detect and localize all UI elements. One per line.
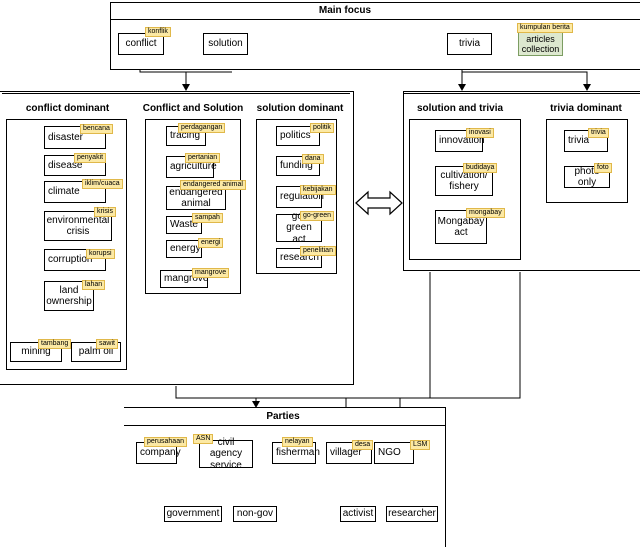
trivia-dominant-title: trivia dominant [550, 103, 622, 114]
researcher-label: researcher [388, 508, 436, 520]
politics-label: politics [280, 130, 311, 141]
villager-tag: desa [352, 440, 374, 450]
tracing-tag: perdagangan [178, 123, 226, 133]
go-green-act-label: go-green act [286, 210, 312, 245]
government-node[interactable]: government [164, 506, 222, 522]
activist-label: activist [342, 508, 374, 520]
mongabay-act-label: Mongabay act [437, 215, 485, 239]
trivia-item-label: trivia [568, 135, 590, 146]
land-ownership-tag: lahan [82, 280, 106, 290]
land-ownership-label: land ownership [46, 284, 92, 308]
conflict-solution-title: Conflict and Solution [142, 103, 244, 114]
solution-trivia-title: solution and trivia [416, 103, 504, 114]
disaster-tag: bencana [80, 124, 113, 134]
agriculture-label: agriculture [170, 161, 217, 172]
funding-tag: dana [302, 154, 324, 164]
articles-label: articles collection [521, 33, 560, 54]
government-label: government [166, 508, 220, 520]
company-tag: perusahaan [144, 437, 187, 447]
environmental-crisis-label: environmental crisis [46, 214, 110, 238]
disease-label: disease [48, 159, 83, 171]
fisherman-tag: nelayan [282, 437, 313, 447]
palm-oil-tag: sawit [96, 339, 118, 349]
main-focus-title: Main focus [318, 5, 372, 16]
ngo-node[interactable]: NGO [374, 442, 414, 464]
mangrove-label: mangrove [164, 273, 209, 284]
double-arrow-icon [355, 190, 403, 216]
waste-tag: sampah [192, 213, 223, 223]
climate-label: climate [48, 186, 80, 197]
endangered-animal-tag: endangered animal [180, 180, 246, 190]
regulation-tag: kebijakan [300, 185, 336, 195]
agriculture-tag: pertanian [185, 153, 221, 163]
disaster-label: disaster [48, 131, 84, 143]
corruption-label: corruption [48, 254, 93, 265]
tracing-label: tracing [170, 130, 201, 141]
palm-oil-label: palm oil [78, 346, 114, 358]
trivia-label: trivia [458, 38, 481, 50]
innovation-label: innovation [439, 135, 485, 146]
regulation-label: regulation [280, 191, 324, 202]
mongabay-act-tag: mongabay [466, 208, 505, 218]
articles-collection-node[interactable]: articles collection [518, 32, 563, 56]
ngo-tag: LSM [410, 440, 431, 450]
articles-tag: kumpulan berita [517, 23, 573, 33]
disease-tag: penyakit [74, 153, 107, 163]
corruption-tag: korupsi [86, 249, 115, 259]
go-green-act-tag: go-green [300, 211, 335, 221]
trivia-node[interactable]: trivia [447, 33, 492, 55]
energy-node[interactable]: energy [166, 240, 202, 258]
cultivation-fishery-tag: budidaya [463, 163, 498, 173]
photo-only-label: photo only [574, 165, 600, 189]
research-label: research [280, 252, 319, 263]
solution-label: solution [208, 38, 243, 50]
environmental-crisis-tag: krisis [94, 207, 116, 217]
funding-label: funding [280, 160, 313, 171]
solution-node[interactable]: solution [203, 33, 248, 55]
waste-label: Waste [170, 219, 198, 230]
conflict-label: conflict [125, 38, 157, 50]
cultivation-fishery-label: cultivation/ fishery [440, 169, 488, 193]
mining-label: mining [21, 346, 51, 358]
civil-agency-service-node[interactable]: civil agency service [199, 437, 253, 471]
company-label: company [140, 447, 181, 458]
mongabay-act-node[interactable]: Mongabay act [435, 210, 487, 244]
researcher-node[interactable]: researcher [386, 506, 438, 522]
mining-tag: tambang [38, 339, 72, 349]
conflict-tag: konflik [145, 27, 171, 37]
civil-agency-service-label: civil agency service [209, 436, 243, 471]
mangrove-tag: mangrove [192, 268, 230, 278]
research-tag: penelitian [300, 246, 336, 256]
villager-label: villager [330, 447, 362, 458]
parties-title: Parties [266, 411, 300, 422]
politics-node[interactable]: politics [276, 126, 320, 146]
conflict-node[interactable]: conflict [118, 33, 164, 55]
activist-node[interactable]: activist [340, 506, 376, 522]
energy-tag: energi [198, 238, 224, 248]
endangered-animal-node[interactable]: endangered animal [166, 186, 226, 210]
energy-label: energy [170, 243, 201, 254]
conflict-dominant-title: conflict dominant [25, 103, 110, 114]
solution-dominant-title: solution dominant [256, 103, 344, 114]
politics-tag: politik [310, 123, 334, 133]
innovation-tag: inovasi [466, 128, 494, 138]
endangered-animal-label: endangered animal [169, 186, 223, 210]
climate-tag: iklim/cuaca [82, 179, 123, 189]
parties-panel [124, 407, 446, 547]
non-gov-node[interactable]: non-gov [233, 506, 277, 522]
trivia-item-tag: trivia [588, 128, 609, 138]
non-gov-label: non-gov [236, 508, 274, 520]
civil-agency-tag: ASN [193, 434, 214, 444]
fisherman-label: fisherman [276, 447, 320, 458]
photo-only-tag: foto [594, 163, 612, 173]
ngo-label: NGO [378, 447, 401, 458]
